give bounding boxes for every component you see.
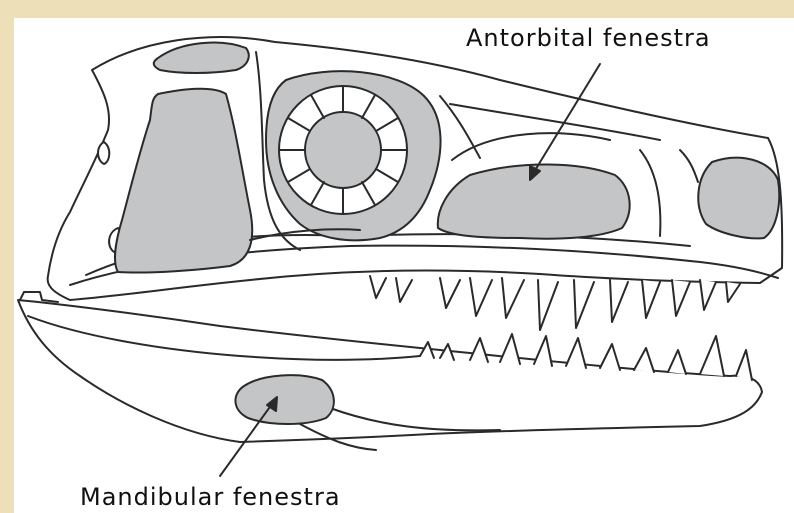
lower-tooth xyxy=(566,338,586,368)
upper-tooth xyxy=(370,276,386,298)
lower-tooth xyxy=(736,350,752,380)
snout-knob xyxy=(98,142,109,164)
upper-tooth xyxy=(726,282,740,302)
lower-tooth xyxy=(600,344,620,370)
lower-tooth xyxy=(700,336,724,376)
lower-tooth xyxy=(668,350,686,374)
mandibular-label: Mandibular fenestra xyxy=(80,483,341,511)
upper-tooth xyxy=(396,278,412,302)
mandible xyxy=(18,300,762,450)
sclerotic-ring-inner xyxy=(305,112,381,188)
lower-tooth xyxy=(470,338,488,362)
upper-tooth xyxy=(440,278,460,308)
skull-diagram: Antorbital fenestra Mandibular fenestra xyxy=(14,18,794,513)
diagram-canvas: Antorbital fenestra Mandibular fenestra xyxy=(14,18,794,513)
external-naris xyxy=(698,158,779,239)
upper-tooth xyxy=(470,278,492,316)
lower-tooth xyxy=(634,348,654,372)
lower-tooth xyxy=(500,334,520,364)
upper-teeth xyxy=(370,276,740,330)
upper-tooth xyxy=(610,280,628,322)
upper-tooth xyxy=(672,280,690,316)
antorbital-label: Antorbital fenestra xyxy=(466,24,711,52)
upper-tooth xyxy=(538,280,558,330)
mandibular-fenestra xyxy=(235,375,333,424)
upper-tooth xyxy=(642,280,660,318)
upper-tooth xyxy=(502,278,524,318)
upper-tooth xyxy=(574,280,594,328)
sclerotic-ring xyxy=(279,86,407,214)
upper-tooth xyxy=(700,280,716,310)
lower-tooth xyxy=(534,336,552,366)
